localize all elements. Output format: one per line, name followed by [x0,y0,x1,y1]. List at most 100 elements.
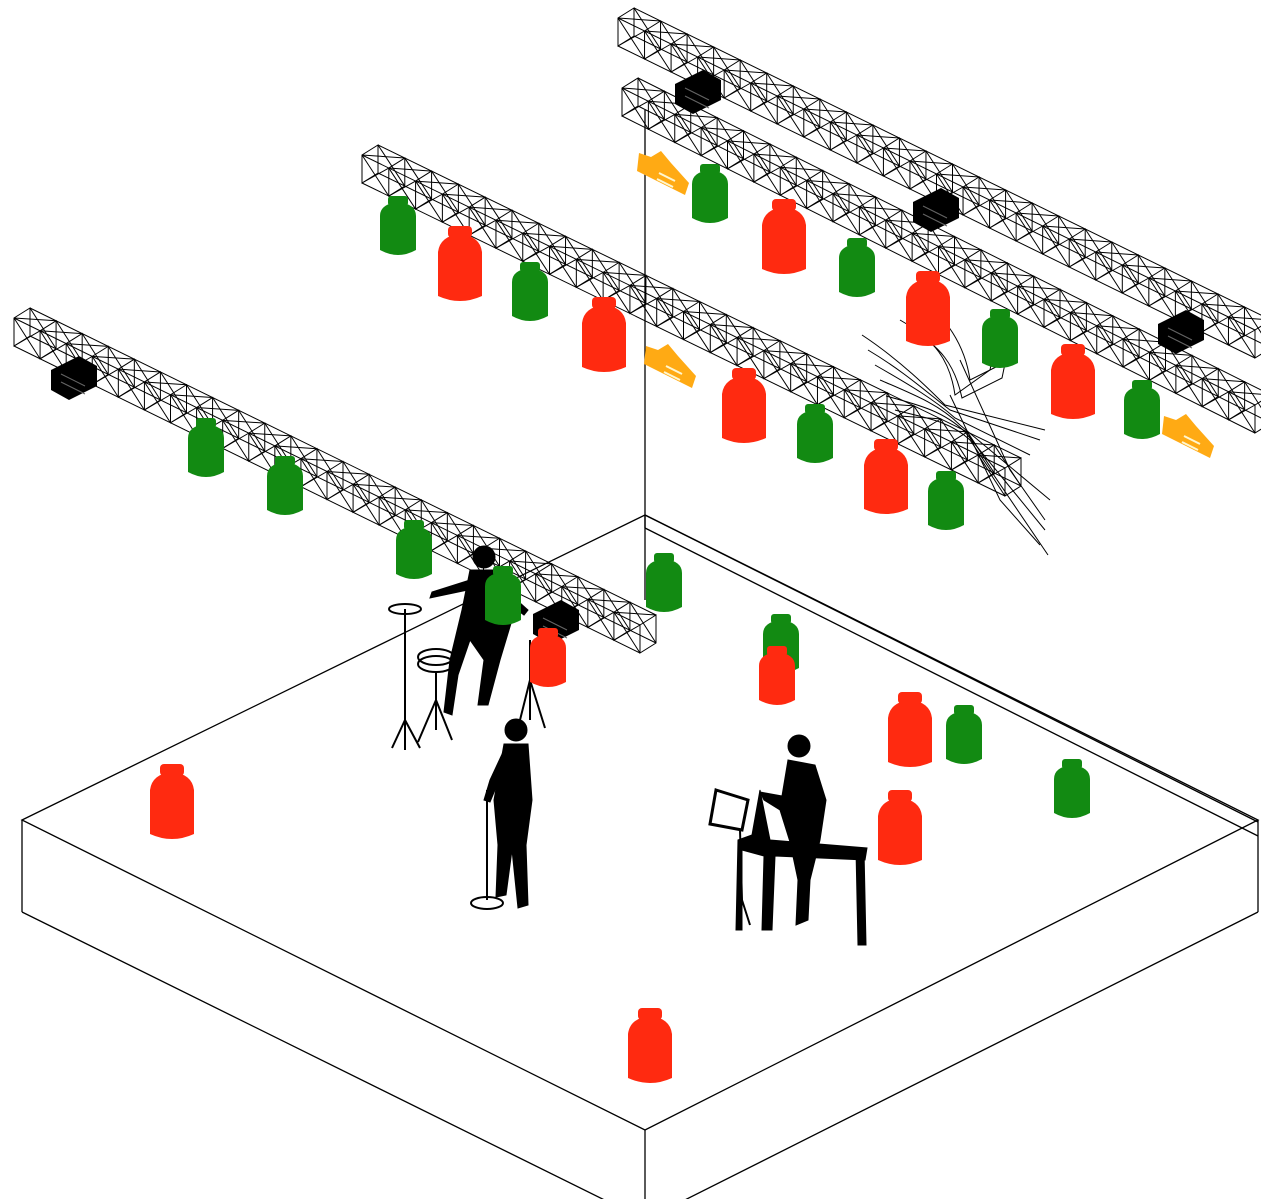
fixture-yoke [916,271,940,283]
truss-brace [388,167,432,172]
truss-frame [779,156,797,197]
truss-brace [561,586,604,590]
fixture-yoke [772,199,796,211]
truss-brace [737,337,780,342]
fixture-t3-orange-2 [1162,414,1214,458]
spotlight-red-icon [759,652,795,705]
truss-brace [856,147,884,164]
truss-brace [911,246,939,262]
platform-back-rail-inner [644,527,1259,837]
cable-path [959,359,1046,521]
truss-frame [1017,275,1035,316]
truss-frame [1042,215,1060,255]
fixture-yoke [898,692,922,704]
truss-frame [13,307,31,347]
truss-brace [848,183,876,226]
cable-path [867,349,1041,441]
fixture-yoke [847,238,867,248]
truss-brace [361,154,405,159]
truss-brace [621,100,649,117]
truss-frame [1068,228,1086,268]
truss-brace [700,140,728,157]
truss-brace [660,20,688,63]
truss-brace [222,419,265,424]
moving-head-black-icon [1158,310,1204,354]
fixture-yoke [654,553,674,563]
cable-path [885,395,1046,531]
truss-brace [379,496,422,501]
truss-brace [1228,329,1256,346]
truss-frame [790,352,808,393]
platform-bottom-left-edge [21,911,613,1203]
truss-brace [977,467,1006,484]
truss-brace [613,611,657,616]
truss-frame [248,422,266,463]
truss-brace [779,340,808,382]
mic-stand-base [470,896,504,910]
spotlight-red-icon [906,279,950,346]
truss-brace [361,167,390,184]
truss-frame [1095,241,1113,281]
truss-frame [170,383,187,424]
truss-brace [1096,338,1124,355]
truss-frame [829,111,847,151]
fixture-t3-green-2 [839,238,875,297]
truss-brace [925,150,953,193]
truss-frame [753,143,771,183]
truss-brace [1095,251,1139,256]
fixture-yoke [493,566,513,576]
truss-brace [1244,306,1261,334]
truss-brace [535,573,578,578]
truss-frame [924,417,942,458]
cable-path [874,364,1031,456]
truss-brace [549,258,577,275]
keyboard-leg [855,849,867,946]
truss-frame [326,460,344,501]
truss-brace [633,7,661,50]
truss-frame [1096,314,1114,355]
fixture-yoke [936,471,956,481]
truss-brace [963,186,1006,191]
music-stand-pole [739,829,751,926]
truss-brace [576,271,604,288]
truss-brace [469,206,512,211]
truss-brace [13,330,41,347]
truss-brace [457,183,486,226]
truss-frame [816,365,834,406]
truss-frame [575,248,593,289]
moving-head-orange-icon [1162,414,1214,458]
fixture-yoke [538,628,558,638]
truss-brace [924,441,952,458]
fixture-yoke [805,404,825,414]
fixture-t2-red-2 [582,297,626,372]
fixture-yoke [1062,759,1082,769]
truss-brace [1190,280,1219,323]
truss-brace [1059,289,1087,331]
truss-brace [617,17,661,22]
fixture-yoke [520,262,540,272]
truss-brace [670,56,698,73]
truss-brace [832,193,876,198]
spotlight-green-icon [797,410,833,463]
fixture-yoke [160,764,184,776]
fixture-t3-green-3 [982,309,1018,368]
truss-brace [833,366,861,409]
truss-frame [723,59,741,99]
fixture-floor-green-1 [646,553,682,612]
fixture-t2-green-1 [380,196,416,255]
truss-brace [1175,364,1219,370]
truss-brace [886,392,915,435]
truss-frame [602,261,620,302]
truss-brace [274,445,317,450]
truss-frame [656,287,674,328]
fixture-t3-orange-1 [637,151,689,195]
truss-brace [870,415,899,432]
truss-frame [430,511,448,552]
truss-frame [378,486,396,526]
cable-path [861,334,1046,431]
spotlight-green-icon [380,202,416,255]
truss-brace [885,232,913,249]
truss-brace [511,209,540,252]
fixture-t4-black-2 [913,188,959,232]
truss-frame [1201,367,1219,408]
